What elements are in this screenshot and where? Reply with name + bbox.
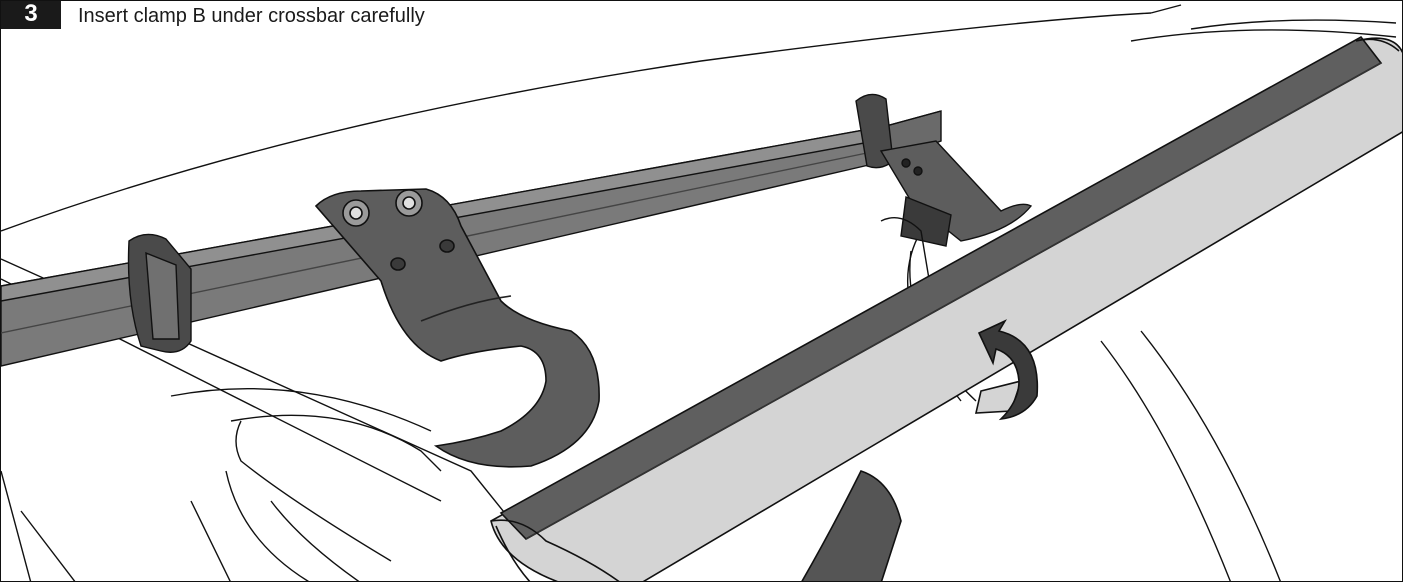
step-number-badge: 3	[1, 1, 61, 29]
rubber-strap-left	[127, 233, 192, 353]
curved-arrow-icon	[977, 319, 1039, 421]
aluminium-roof-bar	[490, 35, 1402, 581]
clamp-rear	[879, 140, 1033, 292]
clamp-b	[314, 188, 600, 468]
step-instruction: Insert clamp B under crossbar carefully	[78, 5, 425, 27]
